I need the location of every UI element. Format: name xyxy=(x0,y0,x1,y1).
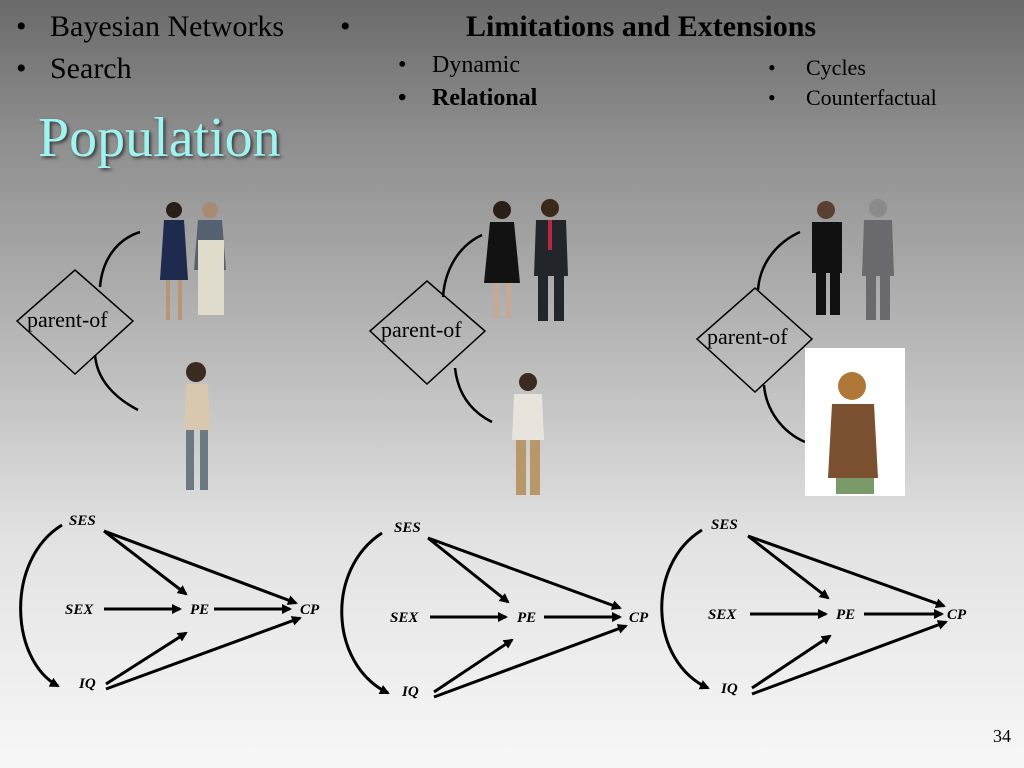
edge-ses-pe xyxy=(428,538,508,602)
edge-ses-iq xyxy=(662,530,708,688)
node-ses: SES xyxy=(711,517,738,533)
node-iq: IQ xyxy=(720,681,738,697)
page-number: 34 xyxy=(993,726,1011,747)
node-ses: SES xyxy=(69,513,96,529)
edge-iq-cp xyxy=(752,622,946,694)
edge-ses-iq xyxy=(342,533,388,693)
edge-iq-pe xyxy=(106,633,186,684)
node-pe: PE xyxy=(517,610,536,626)
edge-iq-cp xyxy=(106,618,300,689)
network-3: SES SEX PE CP IQ xyxy=(662,517,967,697)
node-ses: SES xyxy=(394,520,421,536)
edge-ses-cp xyxy=(428,538,620,608)
node-cp: CP xyxy=(300,602,320,618)
node-cp: CP xyxy=(947,607,967,623)
node-iq: IQ xyxy=(78,676,96,692)
edge-ses-pe xyxy=(104,531,186,594)
node-sex: SEX xyxy=(390,610,419,626)
edge-iq-pe xyxy=(434,640,512,692)
edge-ses-cp xyxy=(104,531,296,603)
node-sex: SEX xyxy=(708,607,737,623)
node-sex: SEX xyxy=(65,602,94,618)
node-cp: CP xyxy=(629,610,649,626)
node-pe: PE xyxy=(836,607,855,623)
edge-ses-cp xyxy=(748,536,944,606)
network-1: SES SEX PE CP IQ xyxy=(21,513,320,692)
edge-ses-iq xyxy=(21,525,62,686)
node-iq: IQ xyxy=(401,684,419,700)
node-pe: PE xyxy=(190,602,209,618)
edge-iq-cp xyxy=(434,626,626,697)
network-2: SES SEX PE CP IQ xyxy=(342,520,649,700)
edge-ses-pe xyxy=(748,536,828,598)
